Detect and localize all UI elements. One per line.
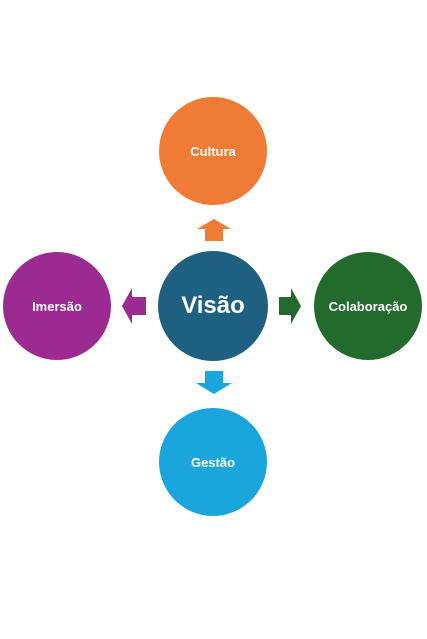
- node-visao: Visão: [158, 251, 268, 361]
- arrow-left-icon: [122, 288, 146, 324]
- arrow-down-shape: [196, 371, 232, 394]
- arrow-up-shape: [197, 219, 231, 241]
- node-colaboracao: Colaboração: [314, 252, 422, 360]
- arrow-down-icon: [196, 371, 232, 394]
- node-cultura: Cultura: [159, 97, 267, 205]
- node-imersao-label: Imersão: [32, 298, 82, 314]
- node-cultura-label: Cultura: [190, 143, 236, 159]
- node-colaboracao-label: Colaboração: [328, 298, 408, 314]
- arrow-left-shape: [122, 288, 146, 324]
- node-gestao: Gestão: [159, 408, 267, 516]
- node-gestao-label: Gestão: [190, 454, 236, 470]
- arrow-up-icon: [197, 219, 231, 241]
- node-imersao: Imersão: [3, 252, 111, 360]
- arrow-right-icon: [279, 288, 301, 324]
- arrow-right-shape: [279, 288, 301, 324]
- node-visao-label: Visão: [181, 292, 245, 319]
